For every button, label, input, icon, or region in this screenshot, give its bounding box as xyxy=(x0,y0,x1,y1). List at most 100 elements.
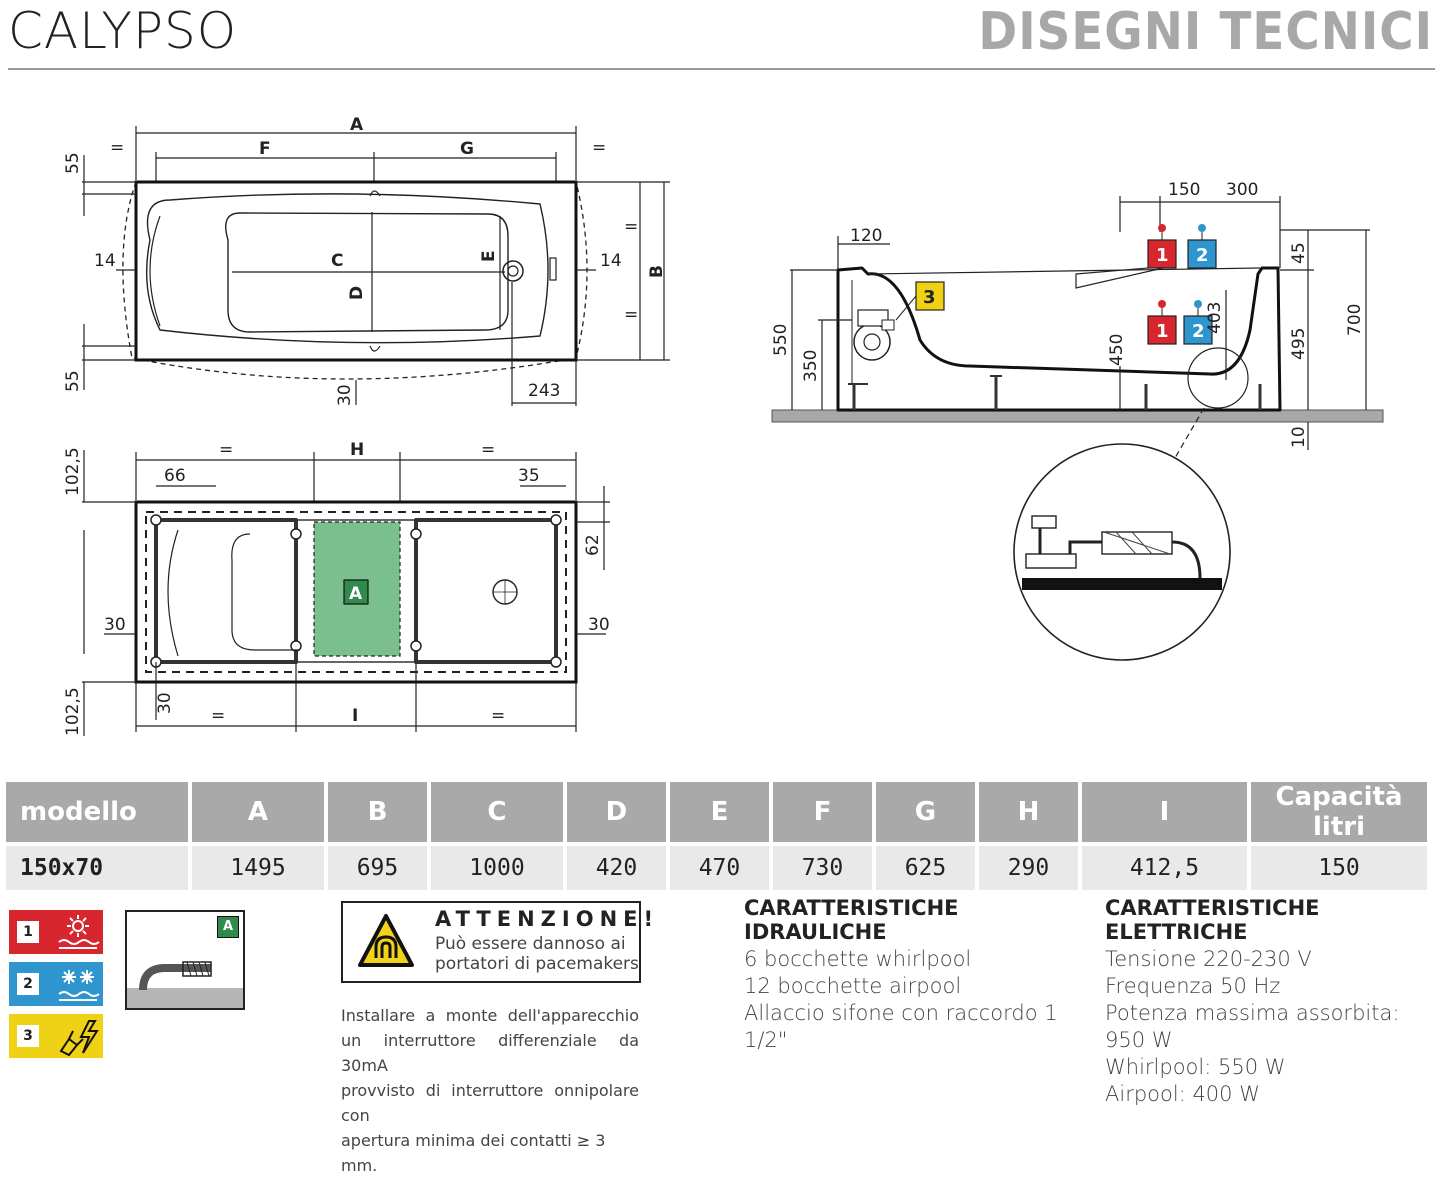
dim-45: 45 xyxy=(1289,242,1309,264)
warning-line-1: Può essere dannoso ai xyxy=(435,934,626,954)
dim-1025-top: 102,5 xyxy=(63,447,83,496)
marker-2-top: 2 xyxy=(1196,245,1209,266)
label-e: E xyxy=(479,250,499,262)
table-cell: 625 xyxy=(875,846,975,890)
electric-line: Tensione 220-230 V xyxy=(1105,947,1312,971)
col-header: G xyxy=(875,782,975,842)
spec-table: modello A B C D E F G H I Capacità litri… xyxy=(2,778,1431,894)
col-header: E xyxy=(669,782,769,842)
hydraulic-title: CARATTERISTICHE IDRAULICHE xyxy=(744,896,959,944)
label-i: I xyxy=(352,706,358,726)
table-cell: 412,5 xyxy=(1081,846,1247,890)
legend-num-3: 3 xyxy=(17,1025,39,1047)
frame-eq-bottom-right: = xyxy=(491,706,505,726)
dim-30-right: 30 xyxy=(588,615,610,635)
dim-1025-bottom: 102,5 xyxy=(63,687,83,736)
table-cell: 1495 xyxy=(192,846,324,890)
floor-strip xyxy=(127,988,243,1008)
install-note-line: Installare a monte dell'apparecchio xyxy=(341,1006,639,1025)
dim-55-top: 55 xyxy=(63,152,83,174)
dim-55-bottom: 55 xyxy=(63,370,83,392)
col-header: modello xyxy=(6,782,188,842)
table-cell: 290 xyxy=(978,846,1078,890)
detail-label-a: A xyxy=(217,916,239,938)
electric-section: CARATTERISTICHE ELETTRICHE Tensione 220-… xyxy=(1105,896,1435,1108)
electric-line: Airpool: 400 W xyxy=(1105,1082,1260,1106)
top-view-drawing: A F G = = C D E 55 55 14 14 = = B 30 243 xyxy=(63,115,670,406)
table-cell: 1000 xyxy=(430,846,563,890)
eq-b-top: = xyxy=(624,217,638,237)
dim-450: 450 xyxy=(1107,334,1127,366)
eq-b-bottom: = xyxy=(624,305,638,325)
dim-30-bottom: 30 xyxy=(155,692,175,714)
side-view-drawing: 150 300 120 3 1 2 1 2 45 495 700 403 1 xyxy=(771,180,1384,661)
siphon-detail-box: A xyxy=(125,910,245,1010)
frame-eq-left: = xyxy=(219,440,233,460)
label-b: B xyxy=(647,265,667,278)
dim-300: 300 xyxy=(1226,180,1258,200)
dim-66: 66 xyxy=(164,466,186,486)
warning-magnet-icon xyxy=(358,914,414,967)
dim-403: 403 xyxy=(1205,302,1225,334)
dim-550: 550 xyxy=(771,324,791,356)
eq-right: = xyxy=(592,138,606,158)
dim-30-left: 30 xyxy=(104,615,126,635)
page-title: CALYPSO xyxy=(8,2,238,60)
dim-10: 10 xyxy=(1289,426,1309,448)
header-divider xyxy=(8,68,1435,70)
electric-line: Frequenza 50 Hz xyxy=(1105,974,1281,998)
hydraulic-line: 12 bocchette airpool xyxy=(744,974,962,998)
install-note: Installare a monte dell'apparecchio un i… xyxy=(341,1003,639,1178)
sun-water-icon xyxy=(58,915,100,949)
warning-line-2: portatori di pacemakers xyxy=(435,954,639,974)
electric-line: Potenza massima assorbita: 950 W xyxy=(1105,1001,1400,1052)
table-cell: 150x70 xyxy=(6,846,188,890)
warning-title: ATTENZIONE! xyxy=(435,907,660,931)
dim-243: 243 xyxy=(528,381,560,401)
dim-700: 700 xyxy=(1345,304,1365,336)
col-header: Capacità litri xyxy=(1251,782,1427,842)
table-cell: 420 xyxy=(566,846,666,890)
frame-eq-bottom-left: = xyxy=(211,706,225,726)
table-cell: 470 xyxy=(669,846,769,890)
table-header-row: modello A B C D E F G H I Capacità litri xyxy=(6,782,1427,842)
label-d: D xyxy=(347,286,367,300)
legend-num-1: 1 xyxy=(17,921,39,943)
legend-cold-water: 2 xyxy=(9,962,103,1006)
dim-150: 150 xyxy=(1168,180,1200,200)
marker-3: 3 xyxy=(923,287,936,308)
electric-title: CARATTERISTICHE ELETTRICHE xyxy=(1105,896,1320,944)
electric-line: Whirlpool: 550 W xyxy=(1105,1055,1286,1079)
label-g: G xyxy=(460,139,474,159)
dim-30: 30 xyxy=(335,384,355,406)
siphon-icon xyxy=(139,961,212,991)
dim-350: 350 xyxy=(801,350,821,382)
col-header: D xyxy=(566,782,666,842)
col-header: C xyxy=(430,782,563,842)
label-a: A xyxy=(350,115,364,135)
col-header: I xyxy=(1081,782,1247,842)
table-row: 150x70 1495 695 1000 420 470 730 625 290… xyxy=(6,846,1427,890)
col-header: H xyxy=(978,782,1078,842)
plug-lightning-icon xyxy=(59,1020,99,1057)
hydraulic-line: Allaccio sifone con raccordo 1 1/2" xyxy=(744,1001,1058,1052)
frame-view-drawing: = H = 66 35 A 102,5 102,5 30 30 62 30 = … xyxy=(63,440,610,736)
label-c: C xyxy=(331,251,343,271)
col-header: F xyxy=(772,782,872,842)
col-header: A xyxy=(192,782,324,842)
label-f: F xyxy=(259,139,271,159)
label-h: H xyxy=(350,440,364,460)
table-cell: 730 xyxy=(772,846,872,890)
hydraulic-line: 6 bocchette whirlpool xyxy=(744,947,972,971)
hydraulic-section: CARATTERISTICHE IDRAULICHE 6 bocchette w… xyxy=(744,896,1094,1054)
legend-electric: 3 xyxy=(9,1014,103,1058)
install-note-line: apertura minima dei contatti ≥ 3 mm. xyxy=(341,1131,606,1175)
table-cell: 150 xyxy=(1251,846,1427,890)
dim-495: 495 xyxy=(1289,328,1309,360)
install-note-line: un interruttore differenziale da 30mA xyxy=(341,1031,639,1075)
dim-14-right: 14 xyxy=(600,251,622,271)
col-header: B xyxy=(327,782,427,842)
dim-62: 62 xyxy=(583,534,603,556)
install-note-line: provvisto di interruttore onnipolare con xyxy=(341,1081,639,1125)
marker-1-bottom: 1 xyxy=(1156,321,1169,342)
